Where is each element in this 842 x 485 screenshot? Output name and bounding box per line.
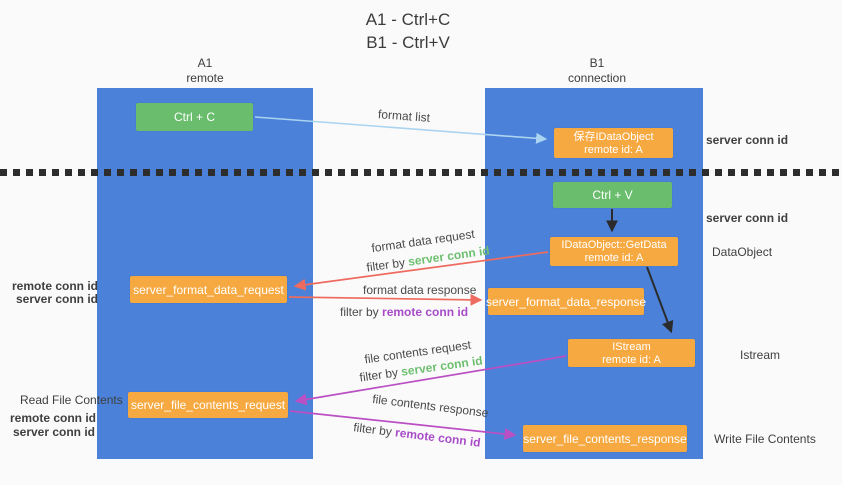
- server-conn-id-left-1: server conn id: [15, 292, 98, 306]
- server-conn-id-right-mid: server conn id: [706, 211, 789, 225]
- server-format-data-response-box: server_format_data_response: [485, 288, 647, 315]
- istream-line1: IStream: [612, 340, 651, 353]
- write-file-contents-label: Write File Contents: [714, 432, 816, 446]
- getdata-box: IDataObject::GetData remote id: A: [550, 237, 678, 266]
- server-file-contents-request-label: server_file_contents_request: [130, 398, 286, 412]
- column-header-b1: B1 connection: [542, 56, 652, 86]
- save-idataobject-line1: 保存IDataObject: [573, 130, 654, 143]
- ctrl-v-label: Ctrl + V: [592, 188, 633, 202]
- save-idataobject-box: 保存IDataObject remote id: A: [554, 128, 673, 158]
- diagram-title: A1 - Ctrl+C B1 - Ctrl+V: [298, 8, 518, 54]
- server-format-data-response-label: server_format_data_response: [485, 294, 647, 309]
- column-a1-name: A1: [197, 56, 213, 70]
- read-file-contents-label: Read File Contents: [20, 393, 123, 407]
- ctrl-v-box: Ctrl + V: [553, 182, 672, 208]
- arrow-format-data-response: [288, 293, 483, 306]
- title-line-1: A1 - Ctrl+C: [365, 10, 451, 29]
- column-b1-role: connection: [567, 71, 627, 85]
- filter-by-text: filter by: [340, 305, 379, 319]
- format-data-response-label: format data response: [363, 283, 477, 297]
- filter-by-remote-conn-id-1: filter by remote conn id: [340, 305, 468, 319]
- filter-by-text: filter by: [358, 365, 399, 385]
- istream-side-label: Istream: [740, 348, 781, 362]
- file-contents-response-label: file contents response: [371, 391, 490, 421]
- istream-box: IStream remote id: A: [568, 339, 695, 367]
- filter-by-text: filter by: [352, 420, 393, 439]
- server-file-contents-request-box: server_file_contents_request: [128, 392, 288, 418]
- getdata-line2: remote id: A: [584, 252, 644, 264]
- filter-by-text: filter by: [365, 255, 406, 275]
- server-conn-id-right-top: server conn id: [706, 133, 789, 147]
- server-file-contents-response-box: server_file_contents_response: [523, 425, 687, 452]
- remote-conn-id-left-2: remote conn id: [10, 411, 97, 425]
- filter-by-remote-conn-id-2: filter by remote conn id: [353, 420, 482, 450]
- column-a1-role: remote: [186, 71, 224, 85]
- format-list-label: format list: [377, 107, 431, 125]
- remote-conn-id-left-1: remote conn id: [11, 279, 98, 293]
- ctrl-c-box: Ctrl + C: [136, 103, 253, 131]
- title-line-2: B1 - Ctrl+V: [366, 33, 450, 52]
- server-format-data-request-box: server_format_data_request: [130, 276, 287, 303]
- save-idataobject-line2: remote id: A: [584, 143, 643, 156]
- remote-conn-id-text: remote conn id: [382, 305, 469, 319]
- server-format-data-request-label: server_format_data_request: [133, 282, 284, 297]
- dotted-separator: [0, 169, 842, 176]
- ctrl-c-label: Ctrl + C: [173, 110, 215, 124]
- server-conn-id-left-2: server conn id: [12, 425, 95, 439]
- getdata-line1: IDataObject::GetData: [561, 239, 667, 251]
- dataobject-label: DataObject: [712, 245, 773, 259]
- column-header-a1: A1 remote: [150, 56, 260, 86]
- istream-line2: remote id: A: [602, 353, 661, 366]
- column-b1-name: B1: [589, 56, 605, 70]
- server-file-contents-response-label: server_file_contents_response: [523, 431, 687, 446]
- remote-conn-id-text: remote conn id: [394, 425, 482, 450]
